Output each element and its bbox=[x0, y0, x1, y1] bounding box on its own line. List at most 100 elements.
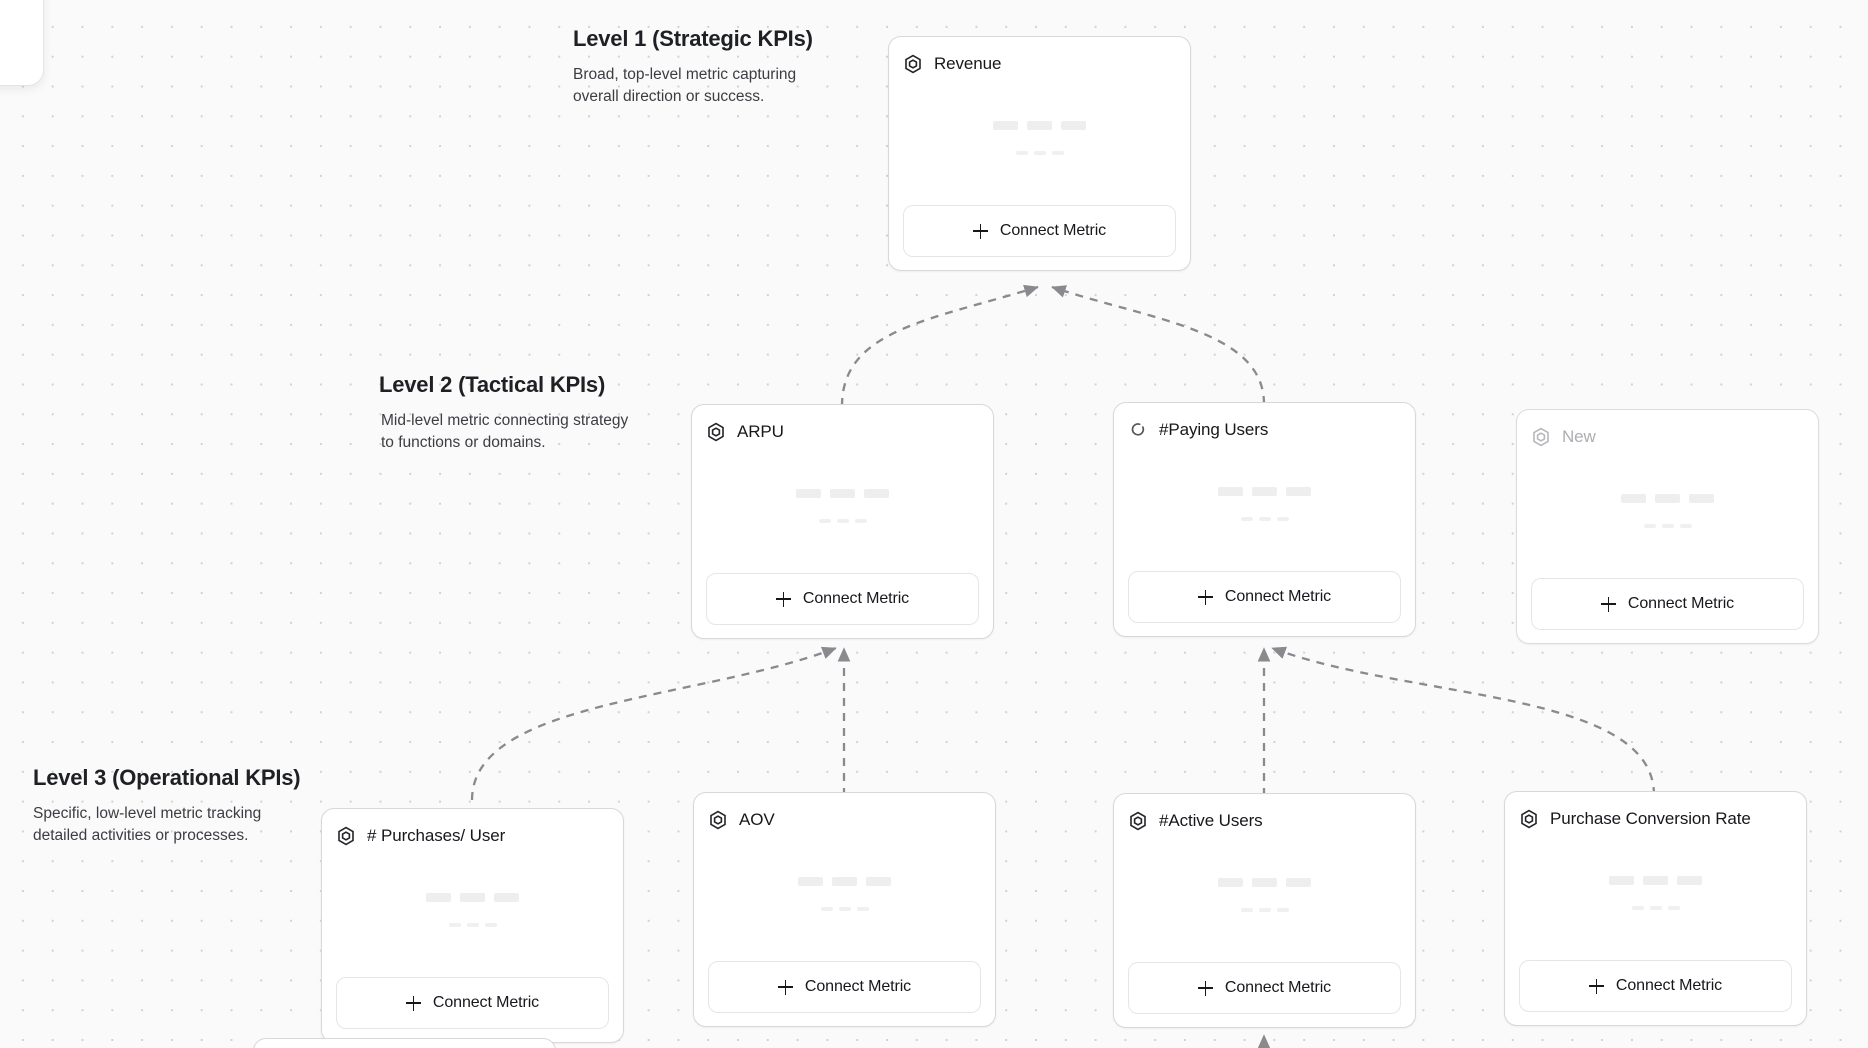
skeleton-row-large bbox=[1609, 876, 1702, 885]
skeleton-bar bbox=[1218, 487, 1243, 496]
skeleton-bar bbox=[448, 923, 461, 927]
skeleton-bar bbox=[484, 923, 497, 927]
hexagon-icon bbox=[1521, 809, 1537, 829]
connect-metric-label: Connect Metric bbox=[432, 994, 540, 1011]
spinner-icon bbox=[1131, 423, 1145, 436]
metric-card-offscreen-bottom[interactable] bbox=[253, 1038, 556, 1048]
plus-icon bbox=[777, 979, 793, 995]
skeleton-row-large bbox=[1218, 878, 1311, 887]
level-2-description: Mid-level metric connecting strategy to … bbox=[381, 412, 629, 451]
level-2-title: Level 2 (Tactical KPIs) bbox=[379, 372, 606, 397]
connect-metric-button[interactable]: Connect Metric bbox=[1128, 962, 1401, 1014]
skeleton-bar bbox=[866, 877, 891, 886]
skeleton-bar bbox=[1252, 878, 1277, 887]
metric-placeholder bbox=[1128, 443, 1401, 571]
skeleton-bar bbox=[1252, 487, 1277, 496]
skeleton-row-small bbox=[818, 519, 867, 523]
connect-metric-label: Connect Metric bbox=[999, 222, 1107, 239]
skeleton-row-large bbox=[1621, 494, 1714, 503]
skeleton-bar bbox=[818, 519, 831, 523]
connect-metric-button[interactable]: Connect Metric bbox=[1519, 960, 1792, 1012]
metric-card-purchase-conversion-rate[interactable]: Purchase Conversion Rate Connect Metric bbox=[1504, 791, 1807, 1026]
connect-metric-label: Connect Metric bbox=[1615, 977, 1723, 994]
skeleton-bar bbox=[1027, 121, 1052, 130]
plus-icon bbox=[405, 995, 421, 1011]
skeleton-bar bbox=[1621, 494, 1646, 503]
skeleton-bar bbox=[1667, 906, 1680, 910]
skeleton-bar bbox=[1051, 151, 1064, 155]
plus-icon bbox=[1588, 978, 1604, 994]
skeleton-bar bbox=[1240, 517, 1253, 521]
skeleton-bar bbox=[1643, 876, 1668, 885]
skeleton-bar bbox=[856, 907, 869, 911]
hexagon-icon bbox=[710, 810, 726, 830]
connect-metric-button[interactable]: Connect Metric bbox=[336, 977, 609, 1029]
skeleton-bar bbox=[1286, 487, 1311, 496]
skeleton-row-large bbox=[1218, 487, 1311, 496]
skeleton-row-small bbox=[1240, 517, 1289, 521]
card-header: Purchase Conversion Rate bbox=[1519, 806, 1792, 832]
skeleton-bar bbox=[1286, 878, 1311, 887]
skeleton-row-small bbox=[1015, 151, 1064, 155]
skeleton-row-small bbox=[1240, 908, 1289, 912]
connect-metric-button[interactable]: Connect Metric bbox=[1128, 571, 1401, 623]
metric-title: # Purchases/ User bbox=[367, 826, 506, 845]
skeleton-bar bbox=[1655, 494, 1680, 503]
plus-icon bbox=[1197, 980, 1213, 996]
hexagon-icon bbox=[1130, 811, 1146, 831]
hexagon-icon bbox=[708, 422, 724, 442]
skeleton-row-large bbox=[798, 877, 891, 886]
metric-title: #Paying Users bbox=[1159, 420, 1269, 439]
skeleton-bar bbox=[1661, 524, 1674, 528]
metric-card-aov[interactable]: AOV Connect Metric bbox=[693, 792, 996, 1027]
level-3-title: Level 3 (Operational KPIs) bbox=[33, 765, 301, 790]
connect-metric-button[interactable]: Connect Metric bbox=[708, 961, 981, 1013]
metric-title: #Active Users bbox=[1159, 811, 1263, 830]
connect-metric-button[interactable]: Connect Metric bbox=[706, 573, 979, 625]
metric-title: Purchase Conversion Rate bbox=[1550, 809, 1751, 828]
metric-card-new[interactable]: New Connect Metric bbox=[1516, 409, 1819, 644]
skeleton-bar bbox=[864, 489, 889, 498]
skeleton-row-large bbox=[993, 121, 1086, 130]
skeleton-bar bbox=[1609, 876, 1634, 885]
skeleton-bar bbox=[1258, 908, 1271, 912]
skeleton-row-small bbox=[448, 923, 497, 927]
metric-card-arpu[interactable]: ARPU Connect Metric bbox=[691, 404, 994, 639]
skeleton-bar bbox=[1218, 878, 1243, 887]
skeleton-bar bbox=[1677, 876, 1702, 885]
metric-placeholder bbox=[903, 77, 1176, 205]
metric-placeholder bbox=[708, 833, 981, 961]
metric-placeholder bbox=[1519, 832, 1792, 960]
metric-placeholder bbox=[706, 445, 979, 573]
metric-card-active-users[interactable]: #Active Users Connect Metric bbox=[1113, 793, 1416, 1028]
level-1-description: Broad, top-level metric capturing overal… bbox=[573, 66, 797, 105]
level-3-description: Specific, low-level metric tracking deta… bbox=[33, 805, 262, 844]
skeleton-bar bbox=[494, 893, 519, 902]
skeleton-bar bbox=[1649, 906, 1662, 910]
metric-card-paying-users[interactable]: #Paying Users Connect Metric bbox=[1113, 402, 1416, 637]
metric-placeholder bbox=[336, 849, 609, 977]
skeleton-bar bbox=[798, 877, 823, 886]
metric-card-revenue[interactable]: Revenue Connect Metric bbox=[888, 36, 1191, 271]
skeleton-bar bbox=[1061, 121, 1086, 130]
hexagon-icon bbox=[338, 826, 354, 846]
skeleton-bar bbox=[820, 907, 833, 911]
skeleton-bar bbox=[832, 877, 857, 886]
skeleton-bar bbox=[1643, 524, 1656, 528]
metric-title: New bbox=[1562, 427, 1596, 446]
hexagon-icon bbox=[1533, 427, 1549, 447]
connect-metric-button[interactable]: Connect Metric bbox=[903, 205, 1176, 257]
card-header: #Active Users bbox=[1128, 808, 1401, 834]
metric-card-purchases-per-user[interactable]: # Purchases/ User Connect Metric bbox=[321, 808, 624, 1043]
card-header: Revenue bbox=[903, 51, 1176, 77]
skeleton-bar bbox=[838, 907, 851, 911]
skeleton-bar bbox=[1015, 151, 1028, 155]
skeleton-bar bbox=[1033, 151, 1046, 155]
level-2-annotation: Level 2 (Tactical KPIs) Mid-level metric… bbox=[379, 372, 629, 454]
metric-title: ARPU bbox=[737, 422, 784, 441]
connect-metric-button[interactable]: Connect Metric bbox=[1531, 578, 1804, 630]
connect-metric-label: Connect Metric bbox=[1224, 979, 1332, 996]
floating-toolbar-panel[interactable] bbox=[0, 0, 44, 86]
metric-placeholder bbox=[1128, 834, 1401, 962]
